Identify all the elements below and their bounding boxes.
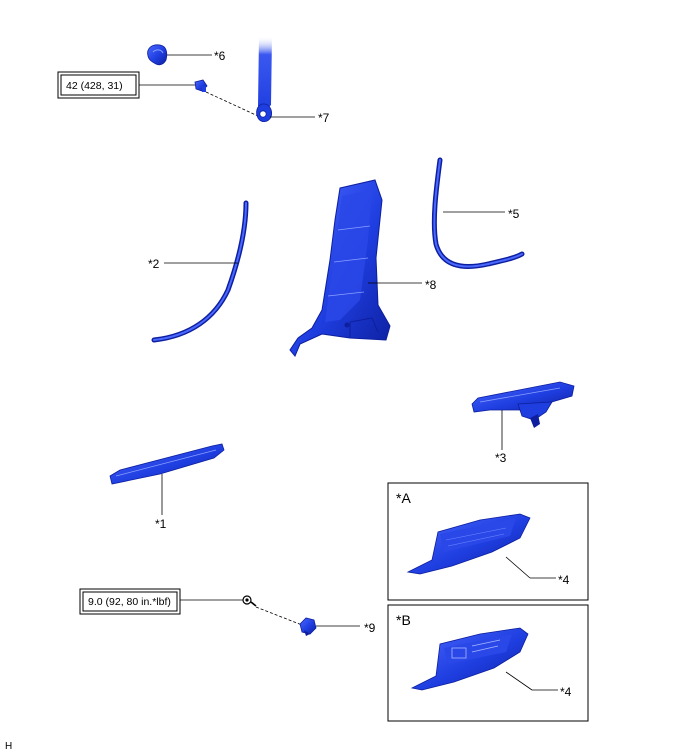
- figure-code: H: [5, 741, 12, 752]
- callout-7: *7: [318, 111, 330, 125]
- part-7-seat-belt: [256, 36, 273, 123]
- leader-4b: [505, 671, 533, 691]
- callout-8: *8: [425, 278, 437, 292]
- callout-3: *3: [495, 451, 507, 465]
- torque-box-seatbelt-anchor: 42 (428, 31): [57, 71, 140, 99]
- part-4-variant-b: [410, 627, 529, 691]
- callout-1: *1: [155, 517, 167, 531]
- part-1-scuff-plate-front: [109, 443, 225, 485]
- variant-a-box: *A *4: [387, 482, 589, 601]
- torque-box-trim-bolt: 9.0 (92, 80 in.*lbf): [79, 588, 181, 615]
- variant-b-label: *B: [396, 612, 411, 628]
- part-6-clip: [147, 44, 168, 66]
- callout-4a: *4: [558, 573, 570, 587]
- svg-text:42 (428, 31): 42 (428, 31): [66, 80, 123, 92]
- part-4-variant-a: [406, 513, 531, 575]
- part-9-clip: [299, 617, 317, 636]
- part-3-scuff-plate-rear: [471, 381, 575, 428]
- dashed-bolt-to-clip: [255, 606, 303, 626]
- dashed-bolt-to-belt: [205, 91, 259, 117]
- part-5-door-opening-trim: [431, 157, 525, 269]
- callout-9: *9: [364, 621, 376, 635]
- callout-6: *6: [214, 49, 226, 63]
- callout-5: *5: [508, 207, 520, 221]
- anchor-bolt: [194, 79, 208, 92]
- callout-4b: *4: [560, 685, 572, 699]
- part-2-door-opening-trim: [151, 200, 249, 343]
- svg-text:9.0 (92, 80 in.*lbf): 9.0 (92, 80 in.*lbf): [88, 596, 171, 608]
- variant-a-label: *A: [396, 490, 411, 506]
- variant-b-box: *B *4: [387, 604, 589, 722]
- trim-bolt: [242, 595, 257, 607]
- part-8-center-pillar-trim: [289, 179, 391, 357]
- leader-4a: [505, 556, 531, 579]
- callout-2: *2: [148, 257, 160, 271]
